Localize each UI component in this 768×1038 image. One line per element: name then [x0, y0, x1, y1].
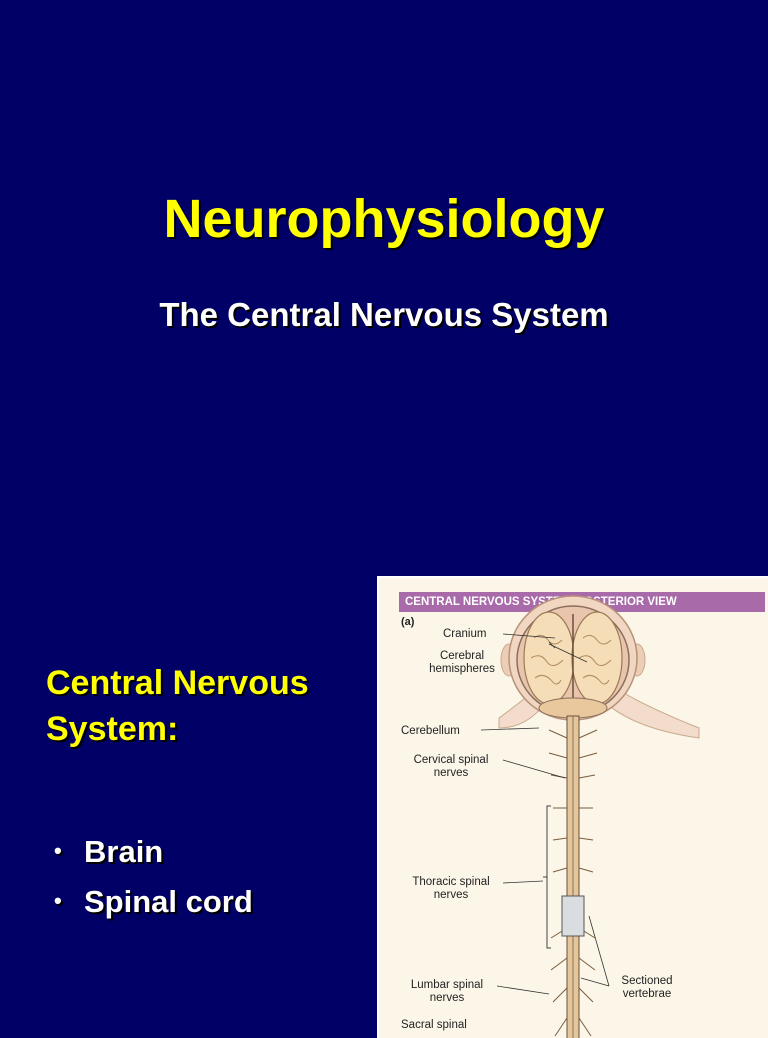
label-cerebral-line-1: Cerebral	[439, 650, 485, 662]
heading-line-2: System:	[46, 710, 179, 748]
bullet-item: • Spinal cord	[54, 876, 253, 926]
cns-illustration	[480, 595, 700, 1038]
bullet-item: • Brain	[54, 826, 253, 876]
bullet-icon: •	[54, 888, 62, 913]
bullet-list: • Brain • Spinal cord	[54, 826, 253, 926]
label-cerebellum: Cerebellum	[401, 725, 460, 737]
label-cerebral-hemispheres: Cerebral hemispheres	[407, 650, 517, 676]
label-lumbar-line-2: nerves	[429, 992, 465, 1004]
label-sectioned-line-1: Sectioned	[621, 975, 673, 987]
bullet-text: Brain	[84, 834, 164, 869]
label-sacral-spinal: Sacral spinal	[401, 1019, 467, 1031]
label-thoracic-spinal-nerves: Thoracic spinal nerves	[399, 876, 503, 902]
label-lumbar-line-1: Lumbar spinal	[410, 979, 484, 991]
label-cranium: Cranium	[443, 628, 487, 640]
bullet-icon: •	[54, 838, 62, 863]
slide-2: Central Nervous System: • Brain • Spinal c…	[0, 512, 768, 1038]
slide-1: Neurophysiology The Central Nervous Syst…	[0, 0, 768, 512]
heading-line-1: Central Nervous	[46, 664, 309, 702]
label-cervical-line-1: Cervical spinal	[413, 754, 489, 766]
bullet-text: Spinal cord	[84, 884, 253, 919]
label-thoracic-line-2: nerves	[433, 889, 469, 901]
label-sectioned-vertebrae: Sectioned vertebrae	[611, 975, 683, 1001]
label-cerebral-line-2: hemispheres	[429, 663, 495, 675]
slide-subtitle: The Central Nervous System	[159, 296, 609, 333]
label-lumbar-spinal-nerves: Lumbar spinal nerves	[399, 979, 495, 1005]
figure-panel-letter: (a)	[401, 616, 415, 628]
cns-figure: CENTRAL NERVOUS SYSTEM, POSTERIOR VIEW (…	[377, 576, 768, 1038]
slide-heading: Central Nervous System:	[46, 660, 366, 752]
label-thoracic-line-1: Thoracic spinal	[412, 876, 490, 888]
slide-title: Neurophysiology	[163, 189, 605, 249]
label-cervical-spinal-nerves: Cervical spinal nerves	[399, 754, 503, 780]
label-cervical-line-2: nerves	[433, 767, 469, 779]
label-sectioned-line-2: vertebrae	[622, 988, 672, 1000]
